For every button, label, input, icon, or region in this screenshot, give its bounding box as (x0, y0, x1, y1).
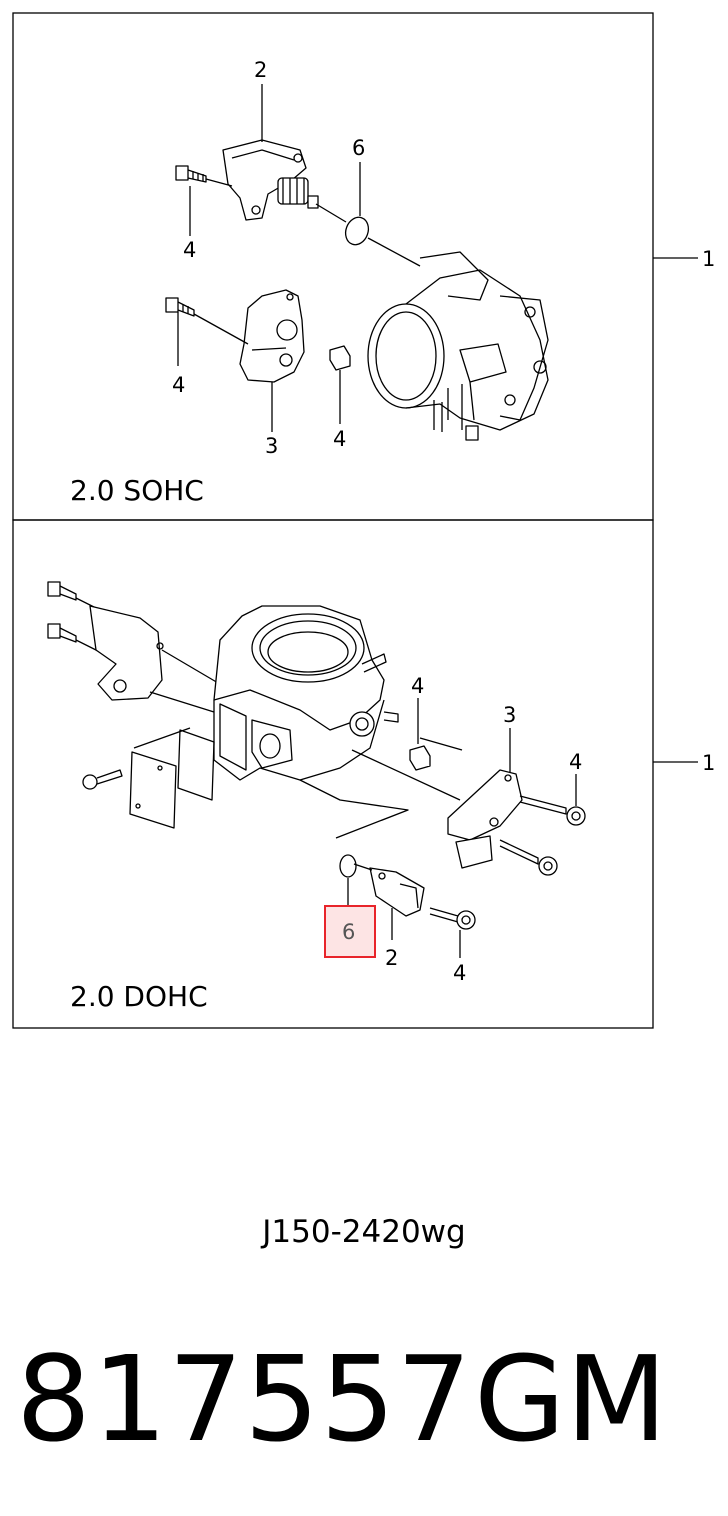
brand-name: GM (474, 1330, 668, 1468)
bolt-part (429, 907, 476, 930)
callout-top-tps: 3 (265, 434, 278, 458)
idle-air-valve-part (222, 139, 319, 221)
diagram-code: J150-2420wg (262, 1214, 466, 1250)
o-ring-part (339, 854, 357, 878)
bolt-part (175, 165, 207, 183)
dohc-drawing (47, 581, 586, 930)
sohc-drawing (165, 139, 549, 441)
part-number: 817557 (16, 1330, 473, 1468)
throttle-body-part (213, 605, 399, 781)
bolt-part (165, 297, 195, 317)
highlighted-callout-box[interactable] (324, 905, 376, 958)
gasket-part (129, 751, 177, 829)
panel-dohc-frame (12, 519, 654, 1029)
callout-bot-bolt-right: 4 (569, 750, 582, 774)
variant-label-dohc: 2.0 DOHC (70, 980, 208, 1013)
callout-bot-bolt-bottom: 4 (453, 961, 466, 985)
screw-part (82, 769, 123, 790)
callout-top-bolt-b: 4 (172, 373, 185, 397)
variant-label-sohc: 2.0 SOHC (70, 474, 204, 507)
bolt-part (499, 795, 586, 876)
assembly-ref-bottom: 1 (702, 751, 715, 775)
nut-part (409, 745, 431, 771)
callout-bot-nut: 4 (411, 674, 424, 698)
callout-top-oring: 6 (352, 136, 365, 160)
bracket-part (89, 605, 163, 701)
o-ring-part (344, 216, 370, 246)
throttle-position-sensor-part (447, 769, 523, 869)
callout-bot-oring-highlight[interactable]: 6 (342, 920, 355, 944)
nut-part (329, 345, 351, 371)
sohc-callout-leaders (177, 84, 361, 432)
callout-top-nut: 4 (333, 427, 346, 451)
callout-top-idle-valve: 2 (254, 58, 267, 82)
throttle-position-sensor-part (239, 289, 305, 383)
assembly-ref-top: 1 (702, 247, 715, 271)
bolt-part (47, 581, 77, 643)
parts-diagram: 1 1 (12, 12, 715, 1029)
callout-bot-tps: 3 (503, 703, 516, 727)
idle-air-valve-part (369, 867, 425, 917)
callout-bot-idle-valve: 2 (385, 946, 398, 970)
dohc-callout-leaders (347, 698, 577, 958)
throttle-body-part (367, 251, 549, 441)
callout-top-bolt-a: 4 (183, 238, 196, 262)
